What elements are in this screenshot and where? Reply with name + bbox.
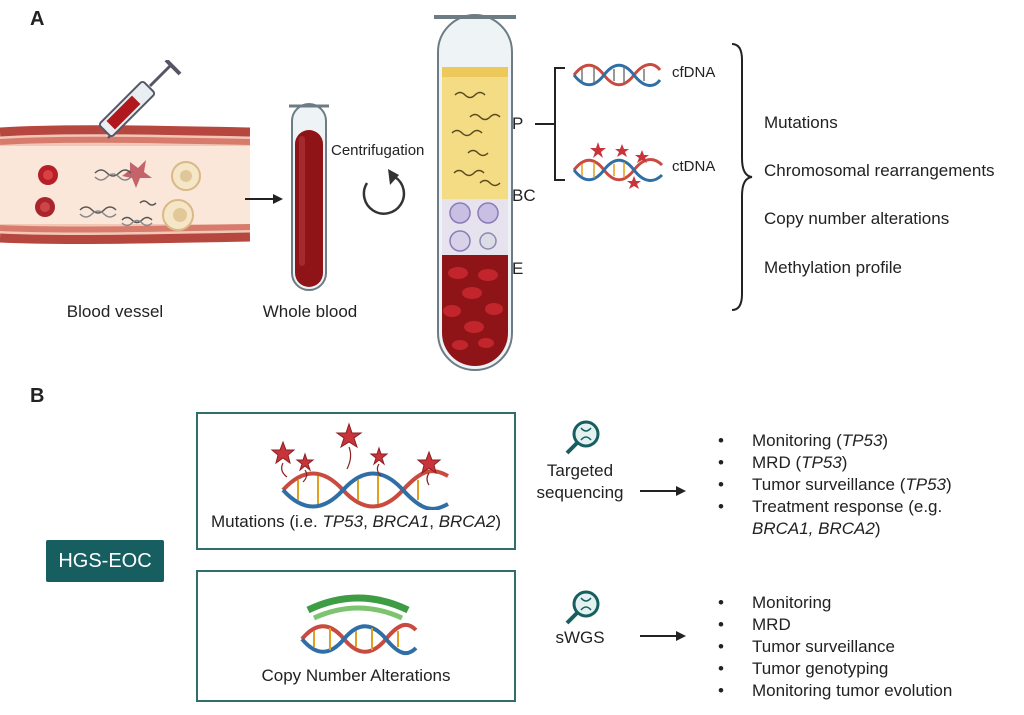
analysis-mutations: Mutations <box>764 113 838 132</box>
swgs-outputs-list: Monitoring MRD Tumor surveillance Tumor … <box>716 592 952 702</box>
panel-b-letter: B <box>30 385 45 407</box>
arrow-icon <box>640 631 686 641</box>
magnifier-dna-icon <box>565 590 600 625</box>
cfdna-helix-icon <box>572 63 662 87</box>
analysis-copy-number-alterations: Copy number alterations <box>764 209 950 228</box>
targeted-output-item: MRD (TP53) <box>716 452 952 474</box>
layer-label-erythrocytes: E <box>512 259 524 278</box>
layer-label-plasma: P <box>512 114 524 133</box>
whole-blood-tube <box>289 103 329 291</box>
targeted-output-continuation: BRCA1, BRCA2) <box>752 519 881 538</box>
cna-box: Copy Number Alterations <box>196 570 516 702</box>
rotation-arrow-icon <box>362 169 406 215</box>
analysis-chromosomal-rearrangements: Chromosomal rearrangements <box>764 161 995 180</box>
swgs-output-item: Tumor genotyping <box>716 658 952 680</box>
arrow-icon <box>245 194 283 204</box>
cna-caption: Copy Number Alterations <box>261 666 451 685</box>
panel-a-letter: A <box>30 8 45 30</box>
mutations-caption: Mutations (i.e. TP53, BRCA1, BRCA2) <box>210 512 502 531</box>
targeted-output-item: Treatment response (e.g. <box>716 496 952 518</box>
swgs-output-item: MRD <box>716 614 952 636</box>
targeted-output-item: Tumor surveillance (TP53) <box>716 474 952 496</box>
centrifuged-tube <box>434 14 516 371</box>
layer-label-buffy-coat: BC <box>512 186 536 205</box>
ctdna-label: ctDNA <box>672 158 716 175</box>
swgs-output-item: Monitoring <box>716 592 952 614</box>
swgs-output-item: Monitoring tumor evolution <box>716 680 952 702</box>
disease-badge: HGS-EOC <box>46 540 164 582</box>
method-swgs-label: sWGS <box>555 628 605 647</box>
analyses-brace <box>731 43 753 311</box>
analysis-methylation-profile: Methylation profile <box>764 258 902 277</box>
arrow-icon <box>640 486 686 496</box>
blood-vessel-illustration <box>0 60 250 245</box>
whole-blood-label: Whole blood <box>262 302 358 321</box>
syringe-icon <box>98 60 182 139</box>
cfdna-label: cfDNA <box>672 64 716 81</box>
plasma-bracket <box>535 67 565 181</box>
blood-vessel-label: Blood vessel <box>66 302 164 321</box>
ctdna-helix-icon <box>572 142 664 189</box>
mutated-dna-icon <box>270 422 449 510</box>
method-targeted-label: Targeted sequencing <box>530 460 630 504</box>
swgs-output-item: Tumor surveillance <box>716 636 952 658</box>
magnifier-dna-icon <box>565 420 600 455</box>
method-targeted-line2: sequencing <box>536 483 624 502</box>
targeted-outputs-list: Monitoring (TP53) MRD (TP53) Tumor surve… <box>716 430 952 540</box>
mutations-box: Mutations (i.e. TP53, BRCA1, BRCA2) <box>196 412 516 550</box>
cna-dna-icon <box>300 594 418 656</box>
method-targeted-line1: Targeted <box>546 461 614 480</box>
centrifugation-label: Centrifugation <box>331 142 425 159</box>
targeted-output-item: Monitoring (TP53) <box>716 430 952 452</box>
